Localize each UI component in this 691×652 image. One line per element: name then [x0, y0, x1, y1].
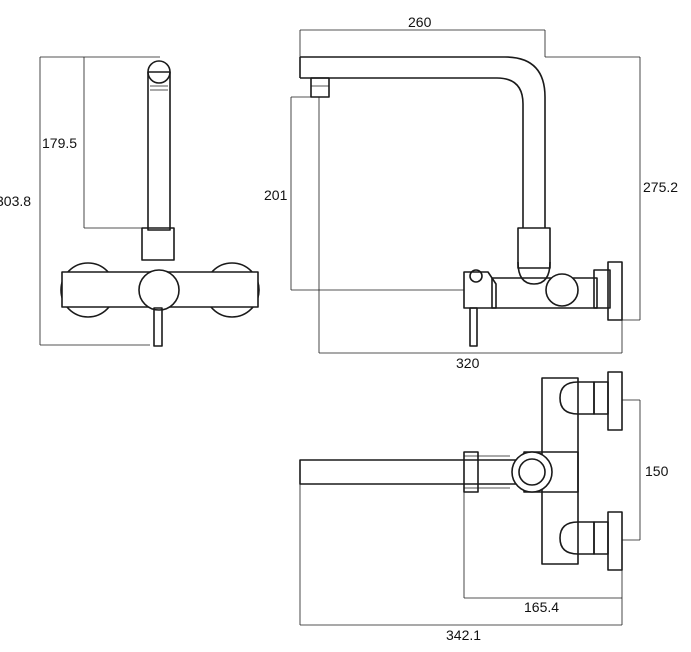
side-lever [469, 307, 478, 347]
front-swivel-collar [141, 227, 175, 261]
side-total-height-label: 275.2 [643, 179, 678, 195]
front-lever [153, 307, 163, 347]
top-upper-handle [559, 381, 595, 415]
top-lower-connector [593, 521, 609, 555]
front-diverter-knob [138, 269, 180, 311]
top-lower-flange [607, 511, 623, 571]
front-total-height-label: 303.8 [0, 193, 31, 209]
top-spout-arm [299, 459, 523, 485]
top-body-depth-label: 165.4 [524, 599, 559, 615]
side-collar-base [517, 261, 551, 285]
side-body [491, 277, 598, 309]
side-view: 260 275.2 201 320 [264, 14, 678, 371]
top-total-length-label: 342.1 [446, 627, 481, 643]
side-spout-length-label: 260 [408, 14, 432, 30]
side-connector [593, 269, 611, 309]
front-spout-height-label: 179.5 [42, 135, 77, 151]
side-spout-inner [300, 77, 524, 228]
side-swivel-collar [517, 227, 551, 269]
top-upper-connector [593, 381, 609, 415]
front-view: 303.8 179.5 [0, 56, 260, 347]
top-swivel-outer [511, 451, 553, 493]
side-outlet-height-label: 201 [264, 187, 288, 203]
top-lever-housing [463, 451, 479, 493]
side-wall-flange [607, 261, 623, 321]
side-total-depth-label: 320 [456, 355, 480, 371]
top-swivel-inner [518, 458, 546, 486]
side-spout-outer [300, 56, 546, 228]
top-handle-spacing-label: 150 [645, 463, 669, 479]
side-lever-housing [463, 271, 497, 309]
top-upper-flange [607, 371, 623, 431]
top-view: 150 165.4 342.1 [299, 371, 669, 643]
front-spout-top [147, 60, 171, 84]
side-diverter-knob [545, 273, 579, 307]
top-lower-handle [559, 521, 595, 555]
front-spout-riser [147, 71, 171, 231]
side-aerator [310, 77, 330, 98]
side-lever-pivot [469, 269, 483, 283]
